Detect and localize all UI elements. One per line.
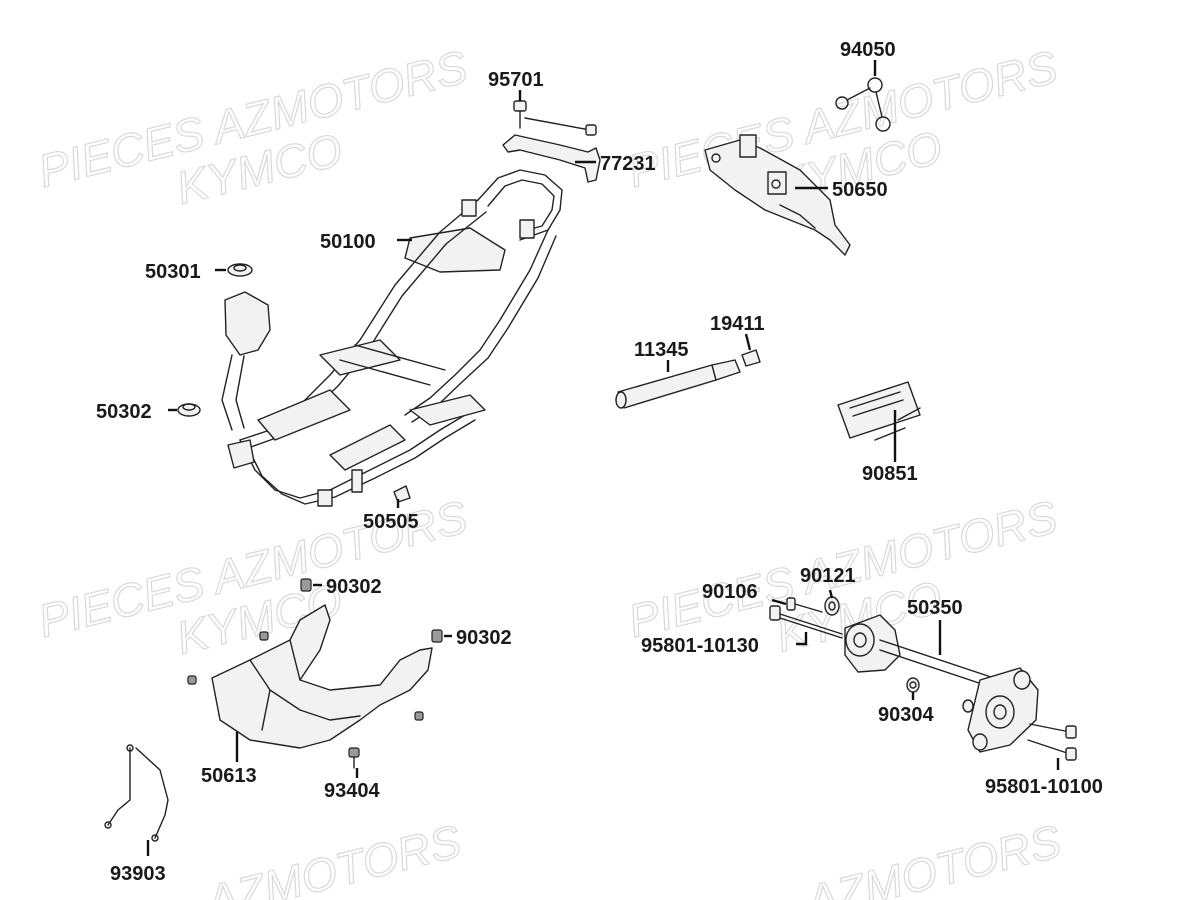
label-50100: 50100 xyxy=(320,231,376,253)
watermark-bottom-left: AZMOTORS xyxy=(198,814,467,900)
label-93903: 93903 xyxy=(110,863,166,885)
label-90304: 90304 xyxy=(878,704,934,726)
leader-19411 xyxy=(744,333,752,351)
label-95801-10100: 95801-10100 xyxy=(985,776,1103,798)
label-90106: 90106 xyxy=(702,581,758,603)
label-50301: 50301 xyxy=(145,261,201,283)
label-90851: 90851 xyxy=(862,463,918,485)
label-95801-10130: 95801-10130 xyxy=(641,635,759,657)
clip-50505-drawing xyxy=(393,485,411,503)
label-50350: 50350 xyxy=(907,597,963,619)
bolt-95801-10100-drawing xyxy=(1027,723,1077,761)
watermark-top-left: PIECES AZMOTORS KYMCO xyxy=(32,40,473,215)
watermark-mid-right: PIECES AZMOTORS KYMCO xyxy=(622,490,1063,663)
tube-11345-drawing xyxy=(615,359,741,409)
label-19411: 19411 xyxy=(710,313,765,335)
label-90302-lower: 90302 xyxy=(456,627,512,649)
bracket-77231-drawing xyxy=(502,117,601,183)
label-50650: 50650 xyxy=(832,179,888,201)
label-90121: 90121 xyxy=(800,565,856,587)
washer-90121-drawing xyxy=(824,596,840,616)
screw-93404-drawing xyxy=(348,747,360,769)
label-50613: 50613 xyxy=(201,765,257,787)
watermark-text: AZMOTORS xyxy=(798,814,1066,900)
leader-95801-10130 xyxy=(796,632,808,646)
nut-90302-upper-drawing xyxy=(300,578,312,592)
label-95701: 95701 xyxy=(488,69,544,91)
bolt-95801-10130-drawing xyxy=(769,605,843,639)
watermark-text: AZMOTORS xyxy=(198,814,466,900)
clamp-19411-drawing xyxy=(741,349,761,367)
grommet-50301-drawing xyxy=(227,263,253,277)
plate-90851-drawing xyxy=(837,381,921,441)
label-77231: 77231 xyxy=(600,153,656,175)
bracket-50650-drawing xyxy=(704,134,851,256)
main-frame-50100-drawing xyxy=(221,169,563,507)
label-94050: 94050 xyxy=(840,39,896,61)
wire-93903-drawing xyxy=(104,744,169,842)
label-50505: 50505 xyxy=(363,511,419,533)
leader-90121 xyxy=(828,589,834,599)
watermark-top-right: PIECES AZMOTORS KYMCO xyxy=(622,40,1063,213)
label-93404: 93404 xyxy=(324,780,380,802)
label-90302-upper: 90302 xyxy=(326,576,382,598)
leader-90106 xyxy=(771,598,787,606)
engine-hanger-50350-drawing xyxy=(844,614,1039,753)
nut-90302-lower-drawing xyxy=(431,629,443,643)
bolt-90106-drawing xyxy=(786,597,823,613)
grommet-50302-drawing xyxy=(177,403,201,417)
label-50302: 50302 xyxy=(96,401,152,423)
floor-panel-50613-drawing xyxy=(187,604,433,749)
bolt-95701-drawing xyxy=(513,100,527,129)
watermark-bottom-right: AZMOTORS xyxy=(798,814,1067,900)
link-94050-drawing xyxy=(835,77,891,132)
label-11345: 11345 xyxy=(634,339,689,361)
nut-90304-drawing xyxy=(906,677,920,693)
